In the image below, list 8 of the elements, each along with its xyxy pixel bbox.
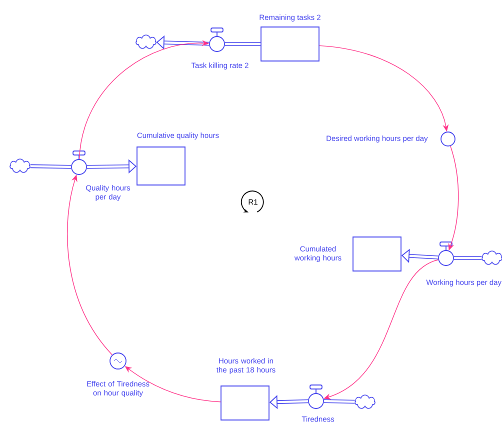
cloud-symbol [354, 394, 376, 409]
flow-pipe [30, 164, 72, 169]
cloud-symbol [482, 250, 502, 265]
cloud-symbol [136, 34, 156, 49]
flow-pipe [224, 42, 261, 46]
cloud-symbol [10, 158, 30, 173]
flow-pipe [324, 399, 355, 404]
flow-pipe [454, 256, 482, 260]
